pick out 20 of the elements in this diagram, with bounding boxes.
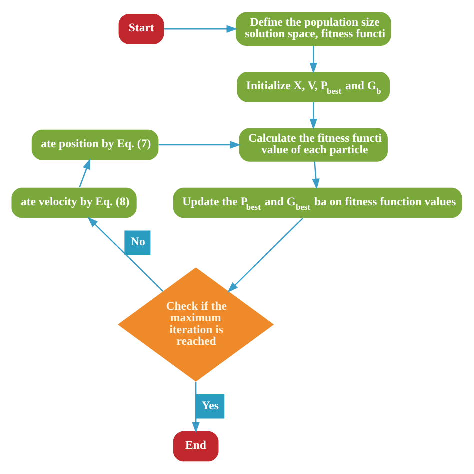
node-box: ate position by Eq. (7)	[32, 130, 159, 160]
arrow	[228, 218, 304, 293]
node-box: Update the P$_{best}$ and G$_{best}$ ba on fitness function values	[173, 188, 462, 218]
node-diamond: Check if the maximum iteration is reached	[118, 268, 274, 382]
arrow	[79, 158, 91, 188]
node-box: Define the population size solution space, fitness functi	[236, 12, 392, 46]
node-box: Calculate the fitness functi value of each particle	[239, 128, 388, 162]
arrow	[312, 162, 320, 190]
arrow	[88, 216, 164, 292]
node-box: Start	[118, 14, 164, 44]
arrow	[158, 141, 242, 149]
node-box: End	[173, 431, 219, 462]
arrow	[310, 102, 318, 130]
node-box: Initialize X, V, P$_{best}$ and G$_{b}$	[237, 72, 390, 102]
arrow	[310, 46, 318, 74]
edge-label: No	[130, 236, 146, 249]
node-box: ate velocity by Eq. (8)	[12, 188, 137, 218]
edge-label: Yes	[202, 399, 219, 412]
arrow	[192, 382, 200, 434]
arrow	[164, 25, 238, 33]
